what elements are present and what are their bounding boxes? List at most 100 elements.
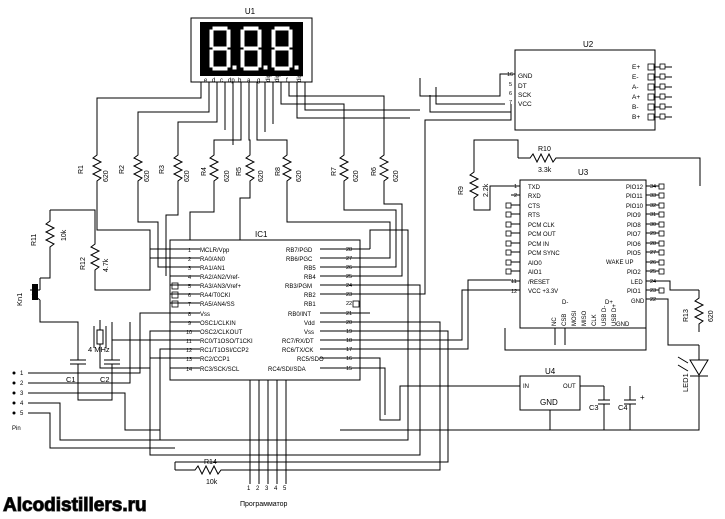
capacitor-c3-ref: C3 xyxy=(589,403,599,412)
ic1-num-2: 2 xyxy=(188,257,191,263)
u3-pin-txd: TXD xyxy=(528,185,541,191)
ic1-label: IC1 xyxy=(255,230,268,239)
u3-pin-vcc: VCC +3.3V xyxy=(528,289,558,295)
resistor-r10-ref: R10 xyxy=(538,146,551,153)
ic1-pin-vss-left: Vss xyxy=(200,312,210,318)
resistor-r13: R13 620 xyxy=(683,290,715,332)
ic1-num-23: 23 xyxy=(346,292,352,298)
resistor-r5-ref: R5 xyxy=(236,167,243,176)
resistor-r11: R11 10k xyxy=(31,215,68,254)
display-u1: U1 e d c dp b a g dig3 dig2 f dig1 xyxy=(190,7,313,90)
connector-left: 1 2 3 4 5 Pin xyxy=(12,371,42,432)
u3-num-2: 2 xyxy=(514,193,517,199)
ic1-pin-rc4: RC4/SDI/SDA xyxy=(268,367,306,373)
u4-in: IN xyxy=(523,384,529,390)
ic1-pin-rc3: RC3/SCK/SCL xyxy=(200,367,240,373)
u1-pin-f: f xyxy=(286,78,288,84)
programmer-pin-5: 5 xyxy=(283,486,287,492)
u3-pin-pio5: PIO5 xyxy=(627,251,641,257)
u3-pin-pcm-clk: PCM CLK xyxy=(528,223,555,229)
u3-pin-pcm-out: PCM OUT xyxy=(528,232,556,238)
resistor-r12: R12 4.7k xyxy=(80,238,110,277)
u1-label: U1 xyxy=(245,7,256,16)
capacitor-c4: C4 + xyxy=(618,386,645,425)
u1-pin-dig2: dig2 xyxy=(275,70,281,82)
ic1-pin-mclr: MCLR/Vpp xyxy=(200,248,230,254)
ic1-pin-rc7: RC7/RX/DT xyxy=(282,339,314,345)
u3-label: U3 xyxy=(578,168,589,177)
resistor-r14: R14 10k xyxy=(175,459,240,486)
u3-pin-pio11: PIO11 xyxy=(626,194,643,200)
watermark: Alcodistillers.ru xyxy=(3,495,147,516)
u2-pin-e-plus: E+ xyxy=(632,64,640,71)
u3-num-11: 11 xyxy=(511,279,517,285)
ic1-num-25: 25 xyxy=(346,274,352,280)
u3-pin-rts: RTS xyxy=(528,213,540,219)
ic1-num-6: 6 xyxy=(188,293,191,299)
u3-num-31: 31 xyxy=(650,212,656,218)
u2-pin-gnd: GND xyxy=(518,73,533,80)
u1-pin-a: a xyxy=(247,78,251,84)
resistor-r5: R5 620 xyxy=(236,150,265,186)
u2-pin-e-minus: E- xyxy=(632,74,639,81)
resistor-r9: R9 2.2k xyxy=(458,165,490,205)
ic1-pin-ra5: RA5/AN4/SS xyxy=(200,302,235,308)
u3-num-34: 34 xyxy=(650,184,656,190)
u3-pin-pcm-sync: PCM SYNC xyxy=(528,251,560,257)
u2-pin-num-6: 6 xyxy=(509,91,512,97)
u3-pin-cts: CTS xyxy=(528,204,540,210)
programmer-label: Программатор xyxy=(240,501,288,508)
ic1-num-20: 20 xyxy=(346,320,352,326)
ic1-num-3: 3 xyxy=(188,266,191,272)
ic1-pin-ra4: RA4/T0CKI xyxy=(200,293,231,299)
capacitor-c2-ref: C2 xyxy=(100,375,110,384)
ic1-num-8: 8 xyxy=(188,312,191,318)
programmer-pin-4: 4 xyxy=(274,486,278,492)
resistor-r4-value: 620 xyxy=(224,170,231,182)
ic1-pin-osc1: OSC1/CLKIN xyxy=(200,321,236,327)
capacitor-c1-ref: C1 xyxy=(66,375,76,384)
crystal: 4 MHz xyxy=(88,320,110,354)
resistor-r3-value: 620 xyxy=(184,170,191,182)
u1-pin-g: g xyxy=(257,78,260,84)
connector-left-pin-1: 1 xyxy=(20,371,24,377)
ic1-pin-vss-right: Vss xyxy=(304,330,314,336)
ic1-num-18: 18 xyxy=(346,338,352,344)
ic1-pin-rc1: RC1/T1OSI/CCP2 xyxy=(200,348,249,354)
ic1-num-22: 22 xyxy=(346,301,352,307)
ic1-num-27: 27 xyxy=(346,256,352,262)
u3-pin-pio10: PIO10 xyxy=(626,204,644,210)
ic1-num-12: 12 xyxy=(186,348,192,354)
u3-pin-reset: /RESET xyxy=(528,280,550,286)
ic1-pin-rb6: RB6/PGC xyxy=(286,257,313,263)
u1-pin-dig3: dig3 xyxy=(266,70,272,82)
resistor-r6-value: 620 xyxy=(393,170,400,182)
led1: LED1 xyxy=(677,345,709,392)
resistor-r11-value: 10k xyxy=(61,229,68,241)
module-u2: U2 GND DT SCK VCC 16 5 6 7 E+ E- A- A+ B… xyxy=(507,40,672,131)
regulator-u4: U4 IN OUT GND xyxy=(508,367,604,430)
u3-num-23: 23 xyxy=(650,288,656,294)
resistor-r8-value: 620 xyxy=(296,170,303,182)
ic1-pin-rc0: RC0/T1OSO/T1CKI xyxy=(200,339,253,345)
digit-3 xyxy=(271,26,299,71)
module-u3: U3 TXD RXD CTS RTS PCM CLK PCM OUT PCM I… xyxy=(505,168,665,329)
ic1-pin-ra1: RA1/AN1 xyxy=(200,266,226,272)
u2-pin-b-plus: B+ xyxy=(632,114,640,121)
ic1-num-1: 1 xyxy=(188,248,191,254)
ic1-pin-rc5: RC5/SDO xyxy=(297,357,324,363)
ic1-num-26: 26 xyxy=(346,265,352,271)
ic1-pin-rb3: RB3/PGM xyxy=(285,284,312,290)
resistor-r5-value: 620 xyxy=(258,170,265,182)
connector-left-label: Pin xyxy=(12,426,21,432)
u1-pin-dig1: dig1 xyxy=(297,70,303,82)
u3-pin-pio7: PIO7 xyxy=(627,232,641,238)
capacitor-c3: C3 xyxy=(589,386,610,425)
capacitor-c4-ref: C4 xyxy=(618,403,628,412)
led1-ref: LED1 xyxy=(681,373,690,392)
u3-pin-usb-dp: USB D+ xyxy=(612,304,618,326)
u4-gnd: GND xyxy=(540,398,558,407)
wiring xyxy=(39,73,701,478)
u2-pin-num-16: 16 xyxy=(507,72,513,78)
resistor-r13-value: 620 xyxy=(708,310,715,322)
